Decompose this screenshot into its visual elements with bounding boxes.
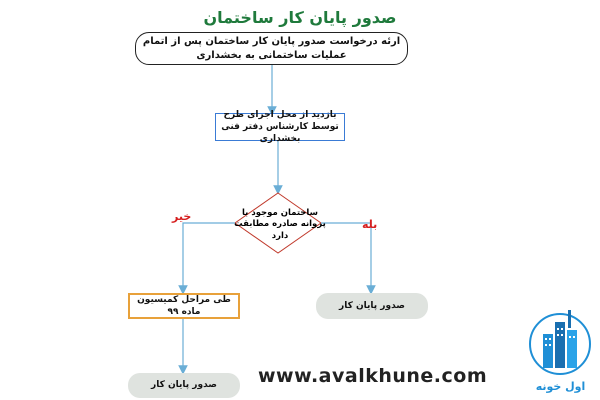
arrow-yes-branch [321,222,376,295]
yes-label: بله [362,218,378,231]
logo-buildings-icon [529,310,591,375]
start-node: ارئه درخواست صدور پایان کار ساختمان پس ا… [135,32,408,65]
site-logo: اول خونه [523,300,598,400]
inspection-node: بازدید از محل اجرای طرح توسط کارشناس دفت… [215,110,345,144]
arrow-no-branch [178,222,235,295]
decision-node-text: ساختمان موجود با پروانه صادره مطابقت دار… [234,208,326,241]
no-result-node: صدور پایان کار [128,373,240,398]
diagram-title: صدور پایان کار ساختمان [203,8,397,27]
logo-text: اول خونه [535,380,586,393]
watermark-url: www.avalkhune.com [258,365,488,387]
no-label: خیر [172,210,192,223]
commission-node: طی مراحل کمیسیون ماده ۹۹ [128,293,240,319]
yes-result-node: صدور پایان کار [316,293,428,319]
decision-diamond [234,192,322,254]
